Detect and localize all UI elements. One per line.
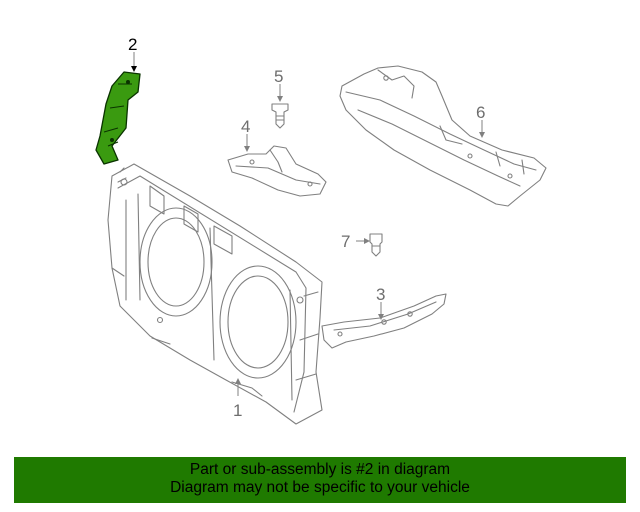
part-7-push-clip[interactable] <box>369 233 383 257</box>
part-2-side-bracket[interactable] <box>95 71 141 165</box>
callout-1: 1 <box>233 401 242 420</box>
notice-banner: Part or sub-assembly is #2 in diagram Di… <box>14 457 626 503</box>
parts-diagram: 1 2 3 4 5 6 7 <box>95 35 547 425</box>
callout-5: 5 <box>274 67 283 86</box>
callout-3: 3 <box>376 285 385 304</box>
part-3-lower-bracket[interactable] <box>321 293 447 349</box>
part-1-radiator-core-support[interactable] <box>107 163 323 425</box>
part-4-shroud-bracket[interactable] <box>227 145 327 197</box>
part-6-air-guide[interactable] <box>339 65 547 207</box>
part-5-clip[interactable] <box>271 103 289 129</box>
callout-6: 6 <box>476 103 485 122</box>
callout-2: 2 <box>128 35 137 54</box>
callout-7: 7 <box>341 232 350 251</box>
banner-line-1: Part or sub-assembly is #2 in diagram <box>189 461 451 478</box>
callout-4: 4 <box>241 117 250 136</box>
banner-line-2: Diagram may not be specific to your vehi… <box>170 479 470 496</box>
